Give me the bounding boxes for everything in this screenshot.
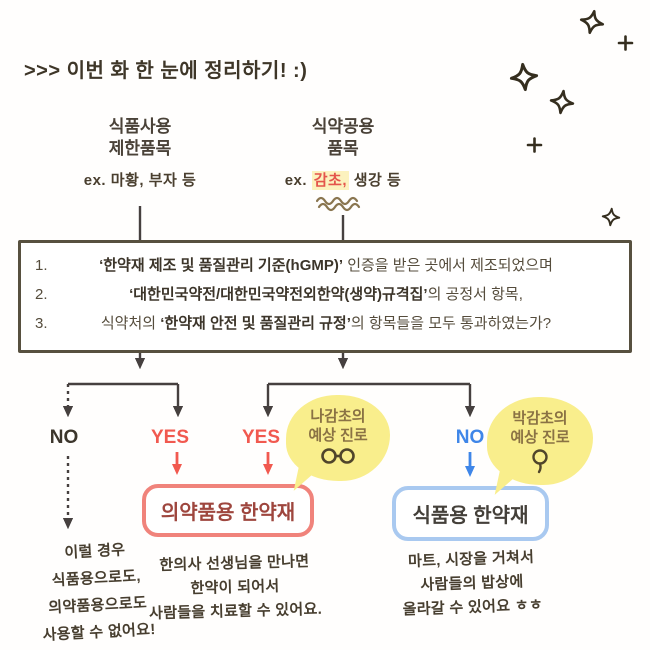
- sparkle-icon: [508, 61, 540, 93]
- page-title: >>> 이번 화 한 눈에 정리하기! :): [24, 60, 308, 82]
- label-no-left: NO: [49, 427, 79, 448]
- result-label: 의약품용 한약재: [160, 502, 296, 524]
- example-rest: 생강 등: [349, 172, 402, 189]
- plus-icon: [526, 137, 543, 153]
- plus-icon: [617, 35, 634, 51]
- criteria-item: 1. ‘한약재 제조 및 품질관리 기준(hGMP)’ 인증을 받은 곳에서 제…: [21, 251, 629, 280]
- sparkle-icon: [577, 7, 607, 37]
- label-no-right: NO: [455, 427, 485, 448]
- result-box-medicinal-herb: 의약품용 한약재: [142, 484, 314, 537]
- highlighted-example: 감초,: [311, 171, 350, 190]
- sparkle-icon: [548, 88, 576, 116]
- result-box-food-herb: 식품용 한약재: [392, 486, 549, 541]
- criteria-number: 3.: [35, 315, 48, 332]
- criteria-text: 식약처의 ‘한약재 안전 및 품질관리 규정’의 항목들을 모두 통과하였는가?: [100, 315, 552, 332]
- category-examples: ex. 마황, 부자 등: [83, 172, 197, 189]
- criteria-item: 2. ‘대한민국약전/대한민국약전외한약(생약)규격집’의 공정서 항목,: [21, 280, 629, 309]
- example-prefix: ex.: [284, 172, 312, 189]
- category-examples: ex. 감초, 생강 등: [258, 169, 428, 190]
- monocle-icon: [532, 449, 548, 474]
- glasses-icon: [321, 448, 355, 464]
- criteria-number: 2.: [35, 286, 48, 303]
- criteria-number: 1.: [35, 257, 48, 274]
- criteria-box: 1. ‘한약재 제조 및 품질관리 기준(hGMP)’ 인증을 받은 곳에서 제…: [18, 240, 632, 353]
- label-yes-left: YES: [150, 427, 190, 448]
- label-yes-right: YES: [241, 427, 281, 448]
- sparkle-icon: [601, 207, 621, 227]
- result-label: 식품용 한약재: [412, 505, 529, 527]
- wavy-underline-icon: [316, 196, 361, 212]
- criteria-item: 3. 식약처의 ‘한약재 안전 및 품질관리 규정’의 항목들을 모두 통과하였…: [21, 309, 629, 338]
- criteria-text: ‘한약재 제조 및 품질관리 기준(hGMP)’ 인증을 받은 곳에서 제조되었…: [99, 257, 553, 274]
- criteria-text: ‘대한민국약전/대한민국약전외한약(생약)규격집’의 공정서 항목,: [129, 286, 523, 303]
